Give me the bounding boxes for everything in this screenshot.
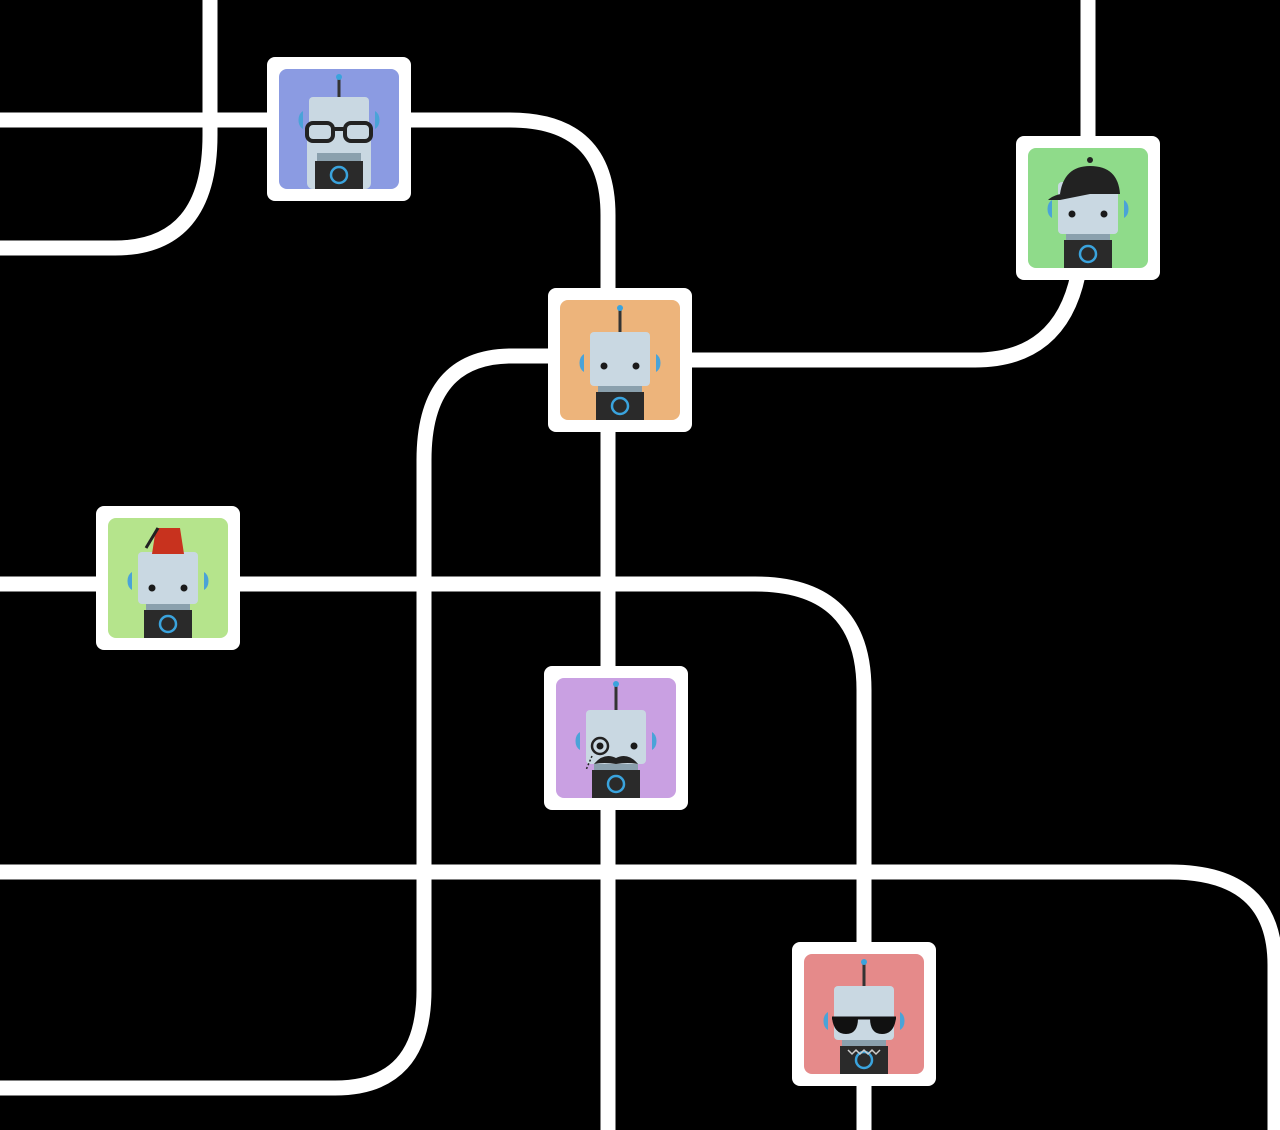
avatar-card-cap[interactable] <box>1016 136 1160 280</box>
avatar-glasses-bg <box>279 69 399 189</box>
robot-sunglasses-icon <box>804 954 924 1074</box>
robot-cap-icon <box>1028 148 1148 268</box>
avatar-card-glasses[interactable] <box>267 57 411 201</box>
connector-line <box>690 273 1086 368</box>
avatar-fez-bg <box>108 518 228 638</box>
connector-line <box>0 348 555 1096</box>
connector-line <box>0 864 1280 1130</box>
avatar-card-fez[interactable] <box>96 506 240 650</box>
robot-fez-icon <box>108 518 228 638</box>
connector-line <box>0 0 218 256</box>
robot-glasses-icon <box>279 69 399 189</box>
avatar-sunglasses-bg <box>804 954 924 1074</box>
avatar-card-plain[interactable] <box>548 288 692 432</box>
avatar-plain-bg <box>560 300 680 420</box>
avatar-monocle-bg <box>556 678 676 798</box>
avatar-card-sunglasses[interactable] <box>792 942 936 1086</box>
connector-line <box>0 576 872 955</box>
robot-monocle-icon <box>556 678 676 798</box>
avatar-card-monocle[interactable] <box>544 666 688 810</box>
avatar-cap-bg <box>1028 148 1148 268</box>
robot-plain-icon <box>560 300 680 420</box>
connector-line <box>0 112 616 300</box>
